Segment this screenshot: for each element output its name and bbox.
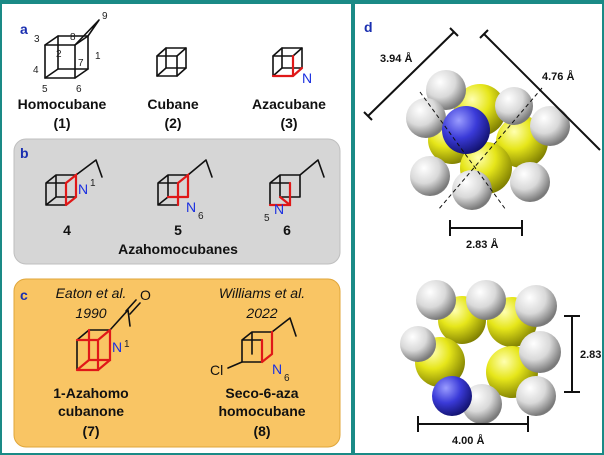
- dim-line-right: [479, 29, 601, 151]
- panel-c: c Eaton et al. 1990 N 1 O 1-Azahomo cuba…: [13, 278, 341, 448]
- atom-number-5: 5: [42, 84, 48, 95]
- compound-5-nitrogen: N: [186, 199, 196, 215]
- measure-diag-right: 4.76 Å: [542, 70, 574, 83]
- williams-author: Williams et al.: [219, 285, 305, 301]
- cubane-number: (2): [164, 115, 181, 131]
- compound-7-name-line2: cubanone: [58, 403, 124, 419]
- panel-divider: [351, 0, 355, 455]
- compound-7-number: (7): [82, 423, 99, 439]
- eaton-author: Eaton et al.: [56, 285, 127, 301]
- cubane-name: Cubane: [147, 96, 199, 112]
- azacubane-name: Azacubane: [252, 96, 326, 112]
- compound-7-nitrogen: N: [112, 339, 122, 355]
- atom-number-2: 2: [56, 49, 62, 60]
- panel-c-letter: c: [20, 287, 28, 303]
- azacubane-structure: [271, 47, 304, 78]
- measure-width-bottom: 4.00 Å: [452, 434, 484, 447]
- compound-8-number: (8): [253, 423, 270, 439]
- compound-8-nitrogen: N: [272, 361, 282, 377]
- panel-a: a 9 3 8 2 7 1 4 5 6 N Homocuba: [18, 11, 327, 131]
- homocubane-structure: [44, 19, 100, 79]
- panel-b-letter: b: [20, 145, 29, 161]
- azahomocubanone-structure: [75, 299, 141, 372]
- atom-number-4: 4: [33, 65, 39, 76]
- seco-azahomocubane-structure: [227, 317, 297, 369]
- top-diagonal-dash-2: [437, 87, 543, 211]
- panel-b-title: Azahomocubanes: [118, 241, 238, 257]
- azahomocubane-5-structure: [157, 159, 213, 207]
- measure-diag-left: 3.94 Å: [380, 52, 412, 65]
- panel-c-background: [13, 278, 341, 448]
- compound-7-oxygen: O: [140, 287, 151, 303]
- panel-d-letter: d: [364, 19, 373, 35]
- panel-d: d 3.94 Å 4.76 Å 2.83 Å: [363, 19, 604, 447]
- compound-4-nitrogen: N: [78, 181, 88, 197]
- compound-4-position: 1: [90, 178, 96, 189]
- compound-6-nitrogen: N: [274, 201, 284, 217]
- azacubane-number: (3): [280, 115, 297, 131]
- atom-number-7: 7: [78, 58, 84, 69]
- eaton-year: 1990: [75, 305, 106, 321]
- compound-5-position: 6: [198, 211, 204, 222]
- dim-line-height-bottom: [564, 315, 580, 393]
- compound-6-position: 5: [264, 213, 270, 224]
- williams-year: 2022: [245, 305, 277, 321]
- azahomocubane-4-structure: [45, 159, 103, 207]
- compound-6-number: 6: [283, 222, 291, 238]
- azahomocubane-6-structure: [268, 159, 325, 207]
- measure-height-bottom: 2.83 Å: [580, 348, 604, 361]
- cubane-structure: [156, 47, 187, 77]
- compound-4-number: 4: [63, 222, 71, 238]
- space-filling-model-bottom: [400, 280, 561, 424]
- top-diagonal-dash-1: [419, 91, 507, 211]
- compound-7-name-line1: 1-Azahomo: [53, 385, 128, 401]
- azacubane-nitrogen: N: [302, 70, 312, 86]
- atom-number-8: 8: [70, 32, 76, 43]
- dim-line-left: [363, 27, 459, 121]
- measure-width-top: 2.83 Å: [466, 238, 498, 251]
- dim-line-width-bottom: [417, 416, 529, 432]
- atom-number-3: 3: [34, 34, 40, 45]
- panel-a-letter: a: [20, 21, 28, 37]
- space-filling-model-top: [406, 70, 570, 210]
- atom-number-6: 6: [76, 84, 82, 95]
- compound-7-position: 1: [124, 339, 130, 350]
- compound-5-number: 5: [174, 222, 182, 238]
- panel-b: b N 1 4 N 6 5 N 5 6 Azahomocubanes: [13, 138, 341, 265]
- atom-number-9: 9: [102, 11, 108, 22]
- dim-line-width-top: [449, 220, 523, 236]
- homocubane-name: Homocubane: [18, 96, 107, 112]
- compound-8-position: 6: [284, 373, 290, 384]
- homocubane-number: (1): [53, 115, 70, 131]
- top-border: [0, 0, 604, 4]
- compound-8-name-line2: homocubane: [218, 403, 305, 419]
- compound-8-chlorine: Cl: [210, 362, 223, 378]
- compound-8-name-line1: Seco-6-aza: [225, 385, 298, 401]
- atom-number-1: 1: [95, 51, 101, 62]
